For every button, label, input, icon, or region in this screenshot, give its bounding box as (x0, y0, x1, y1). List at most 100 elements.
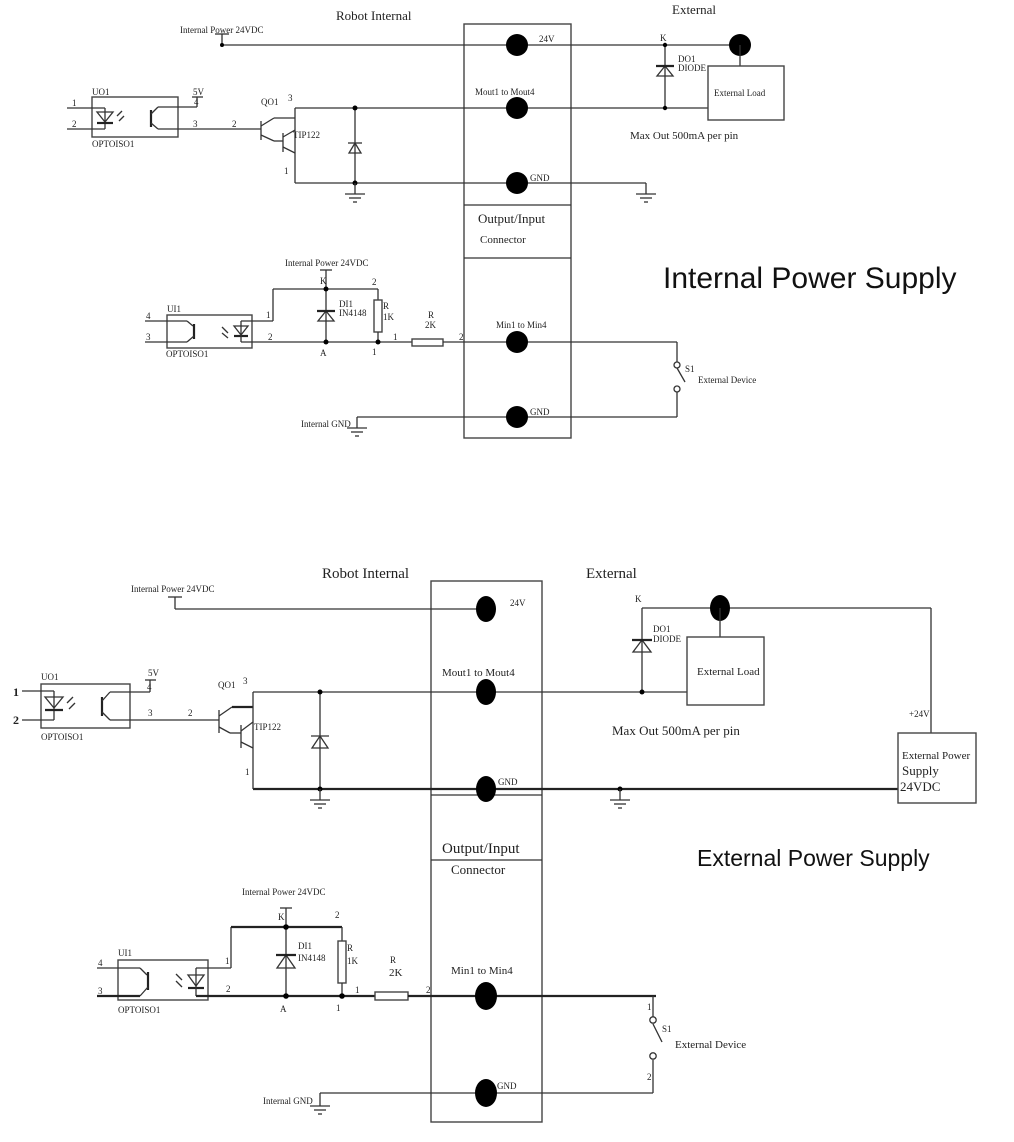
component-name: DO1 (678, 54, 696, 64)
led-icon (221, 321, 250, 342)
component-name: R (428, 310, 434, 320)
phototransistor-icon (149, 106, 159, 130)
vcc-label: 5V (148, 668, 160, 678)
pin-label: 3 (146, 332, 151, 342)
component-name: UO1 (41, 672, 59, 682)
pin-label: 2 (232, 119, 237, 129)
pin-label: 1 (647, 1002, 652, 1012)
ground-icon (345, 183, 365, 203)
io-connector: Output/Input Connector (463, 23, 572, 439)
optocoupler-body (40, 683, 131, 729)
resistor-r2k: R 2K 1 2 (393, 310, 677, 347)
resistor-r1k: R 1K 2 1 (372, 277, 395, 357)
ground-icon (310, 1093, 330, 1115)
pin-label: 2 (372, 277, 377, 287)
internal-gnd-label: Internal GND (301, 419, 351, 429)
diode-di1: DI1 IN4148 K A (275, 912, 326, 1014)
optocoupler-uo1: 1 2 UO1 OPTOISO1 5V 4 3 2 (13, 668, 219, 742)
max-out-note: Max Out 500mA per pin (630, 130, 739, 142)
component-part: OPTOISO1 (166, 349, 208, 359)
connector-subtitle: Connector (451, 862, 506, 877)
component-name: UI1 (118, 948, 132, 958)
max-out-note: Max Out 500mA per pin (612, 723, 740, 738)
pin-gnd-in (475, 1079, 497, 1107)
phototransistor-icon (139, 967, 150, 997)
component-part: OPTOISO1 (41, 732, 83, 742)
vcc-label: 5V (193, 87, 205, 97)
component-name: R (347, 943, 353, 953)
ground-icon (347, 417, 367, 437)
diagram-external-power-supply: Robot Internal External External Power S… (13, 566, 977, 1123)
ext-supply-label: External Power (902, 750, 970, 762)
pin-label: 2 (426, 985, 431, 995)
pin-min-label: Min1 to Min4 (451, 965, 513, 977)
pin-label: 2 (226, 984, 231, 994)
pin-gnd-in-label: GND (530, 407, 550, 417)
diagram-internal-power-supply: Robot Internal External Internal Power S… (67, 2, 957, 439)
optocoupler-uo1: 1 2 UO1 OPTOISO1 5V 4 3 (67, 87, 261, 149)
component-part: OPTOISO1 (118, 1005, 160, 1015)
external-load-box (707, 65, 785, 121)
diagram-title: External Power Supply (697, 845, 930, 871)
diagram-title: Internal Power Supply (663, 262, 957, 295)
pin-label: 1 (13, 685, 19, 699)
component-part: TIP122 (293, 130, 320, 140)
external-load-label: External Load (714, 88, 766, 98)
transistor-qo1: QO1 3 TIP122 1 (260, 93, 355, 183)
ground-icon (610, 789, 630, 809)
connector-title: Output/Input (442, 841, 520, 857)
pin-label: 4 (146, 311, 151, 321)
pin-label: K (278, 912, 285, 922)
pin-label: 3 (243, 676, 248, 686)
flyback-diode-do1: DO1 DIODE K (655, 33, 706, 111)
connector-body (430, 580, 543, 1123)
pin-gnd-label: GND (498, 777, 518, 787)
pin-label: 1 (372, 347, 377, 357)
led-icon (175, 968, 206, 996)
section-robot-internal-label: Robot Internal (336, 8, 412, 23)
darlington-transistor-icon (260, 117, 296, 154)
pin-mout (476, 679, 496, 705)
component-name: DI1 (298, 941, 312, 951)
external-load-label: External Load (697, 666, 760, 678)
pin-label: A (280, 1004, 287, 1014)
component-part: DIODE (653, 634, 681, 644)
resistor-r2k: R 2K 1 2 (355, 955, 656, 1001)
external-load-box (686, 636, 765, 706)
pin-24v-label: 24V (539, 34, 555, 44)
pin-label: 3 (288, 93, 293, 103)
pin-label: 2 (647, 1072, 652, 1082)
component-part: OPTOISO1 (92, 139, 134, 149)
pin-label: 2 (268, 332, 273, 342)
component-name: QO1 (261, 97, 279, 107)
internal-power-label: Internal Power 24VDC (242, 887, 325, 897)
pin-gnd-in-label: GND (497, 1081, 517, 1091)
flyback-diode-do1: DO1 DIODE K (631, 594, 681, 695)
pin-min (506, 331, 528, 353)
pin-label: 1 (266, 310, 271, 320)
connector-subtitle: Connector (480, 234, 526, 246)
switch-s1: S1 External Device 1 2 (647, 996, 746, 1093)
optocoupler-ui1: 4 3 UI1 OPTOISO1 1 2 (97, 948, 375, 1015)
zener-diode-icon (310, 689, 330, 792)
connector-body (463, 23, 572, 439)
pin-mout-label: Mout1 to Mout4 (475, 87, 535, 97)
optocoupler-body (166, 314, 253, 349)
pin-label: 3 (98, 986, 103, 996)
pin-24v (476, 596, 496, 622)
component-value: 2K (389, 967, 403, 979)
component-name: QO1 (218, 680, 236, 690)
pin-label: 1 (393, 332, 398, 342)
component-name: UO1 (92, 87, 110, 97)
connector-title: Output/Input (478, 211, 546, 226)
section-robot-internal-label: Robot Internal (322, 566, 409, 582)
pin-label: A (320, 348, 327, 358)
optocoupler-body (117, 959, 209, 1001)
ext-supply-label: Supply (902, 763, 939, 778)
component-name: UI1 (167, 304, 181, 314)
internal-power-label: Internal Power 24VDC (285, 258, 368, 268)
pin-label: K (320, 276, 327, 286)
pin-mout-label: Mout1 to Mout4 (442, 667, 515, 679)
pin-label: 1 (336, 1003, 341, 1013)
